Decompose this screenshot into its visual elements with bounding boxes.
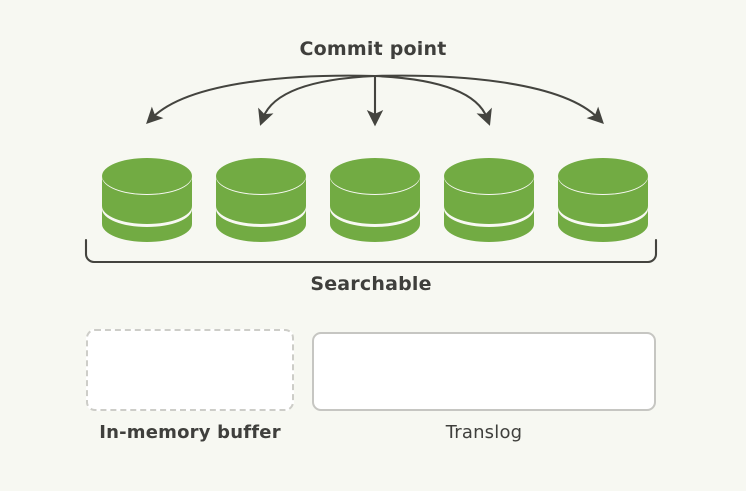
segment-shard-2 (216, 158, 306, 242)
commit-arrow-to-segment-4 (373, 74, 492, 126)
commit-point-label: Commit point (299, 38, 447, 60)
commit-arrow-to-segment-2 (258, 74, 377, 126)
in-memory-buffer-label: In-memory buffer (99, 422, 281, 443)
translog-box (312, 332, 656, 411)
commit-point-arrow-group (146, 74, 604, 127)
translog-label: Translog (445, 422, 523, 443)
in-memory-buffer-box (86, 329, 294, 411)
searchable-bracket (84, 238, 658, 264)
segment-shard-4 (444, 158, 534, 242)
segment-shard-3 (330, 158, 420, 242)
segment-shard-1 (102, 158, 192, 242)
segment-shard-group (102, 158, 648, 242)
commit-arrow-to-segment-5 (373, 74, 604, 124)
searchable-label: Searchable (310, 273, 432, 295)
segment-shard-5 (558, 158, 648, 242)
commit-arrow-to-segment-1 (146, 74, 377, 124)
